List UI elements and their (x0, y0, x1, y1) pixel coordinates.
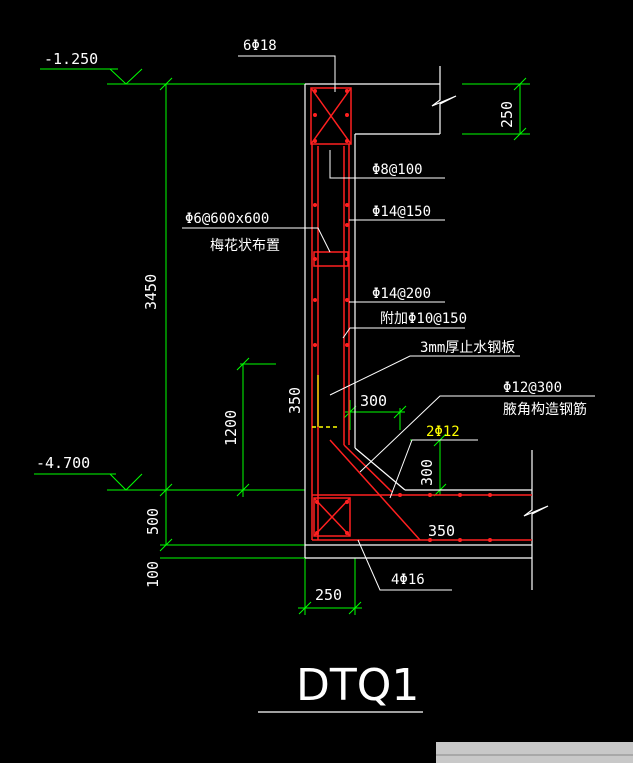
bottom-panel (436, 742, 633, 763)
leader-lines (182, 55, 595, 591)
callout-haunch-bars: Φ12@300 (503, 380, 562, 396)
wall-tie (313, 251, 349, 267)
dim-label-350-wall: 350 (286, 387, 304, 414)
dim-label-350-base: 350 (428, 522, 455, 540)
dim-label-300-v: 300 (418, 459, 436, 486)
callout-haunch-main: 2Φ12 (426, 424, 460, 440)
callout-top-bars: 6Φ18 (243, 38, 277, 54)
base-corner-cage (313, 497, 351, 537)
drawing-title: DTQ1 (296, 660, 419, 711)
dim-tick (513, 77, 527, 91)
dim-tick (236, 357, 250, 371)
dim-label-500: 500 (144, 508, 162, 535)
elevation-top-label: -1.250 (44, 50, 98, 68)
haunch-edge (354, 447, 406, 491)
slab-break-line (431, 66, 457, 134)
dim-tick (393, 405, 407, 419)
callout-base-bars: 4Φ16 (391, 572, 425, 588)
callout-waterstop: 3mm厚止水钢板 (420, 340, 515, 356)
dim-tick (298, 601, 312, 615)
callout-horiz-bars: Φ14@200 (372, 286, 431, 302)
elevation-bottom-label: -4.700 (36, 454, 90, 472)
callout-extra-bars: 附加Φ10@150 (380, 311, 467, 327)
leader-top-bars (238, 55, 336, 92)
leader-tie (182, 227, 331, 253)
leader-waterstop (329, 355, 520, 396)
leader-haunch (359, 395, 595, 473)
concrete-outline (304, 66, 549, 590)
base-break-line (523, 450, 549, 590)
dim-tick (159, 77, 173, 91)
leader-haunch-main (389, 439, 478, 499)
callout-vert-bars: Φ14@150 (372, 204, 431, 220)
dim-tick (348, 601, 362, 615)
base-cage-cross (313, 497, 351, 537)
reinforcement (310, 87, 532, 541)
top-beam-cross (310, 87, 352, 145)
top-beam-stirrup (310, 87, 352, 145)
callout-stirrup: Φ8@100 (372, 162, 423, 178)
callout-tie-layout: 梅花状布置 (210, 238, 280, 254)
leader-base-bars (357, 539, 452, 591)
dim-label-250-top: 250 (498, 101, 516, 128)
callout-tie-spec: Φ6@600x600 (185, 211, 269, 227)
dim-tick (343, 405, 357, 419)
elevation-top-marker (109, 68, 143, 85)
leader-stirrup (329, 150, 445, 179)
dim-tick (159, 483, 173, 497)
dim-label-300-h: 300 (360, 392, 387, 410)
bar-dots (313, 89, 492, 542)
callout-haunch-note: 腋角构造钢筋 (503, 401, 587, 418)
dim-label-250-bottom: 250 (315, 586, 342, 604)
haunch-bar (343, 444, 393, 493)
dim-label-3450: 3450 (142, 274, 160, 310)
dim-tick (513, 127, 527, 141)
dim-label-1200: 1200 (222, 410, 240, 446)
leader-extra-bars (342, 327, 465, 339)
haunch-diagonal (329, 439, 421, 541)
dim-tick (236, 483, 250, 497)
elevation-bottom-marker (109, 473, 143, 491)
dim-label-100: 100 (144, 561, 162, 588)
